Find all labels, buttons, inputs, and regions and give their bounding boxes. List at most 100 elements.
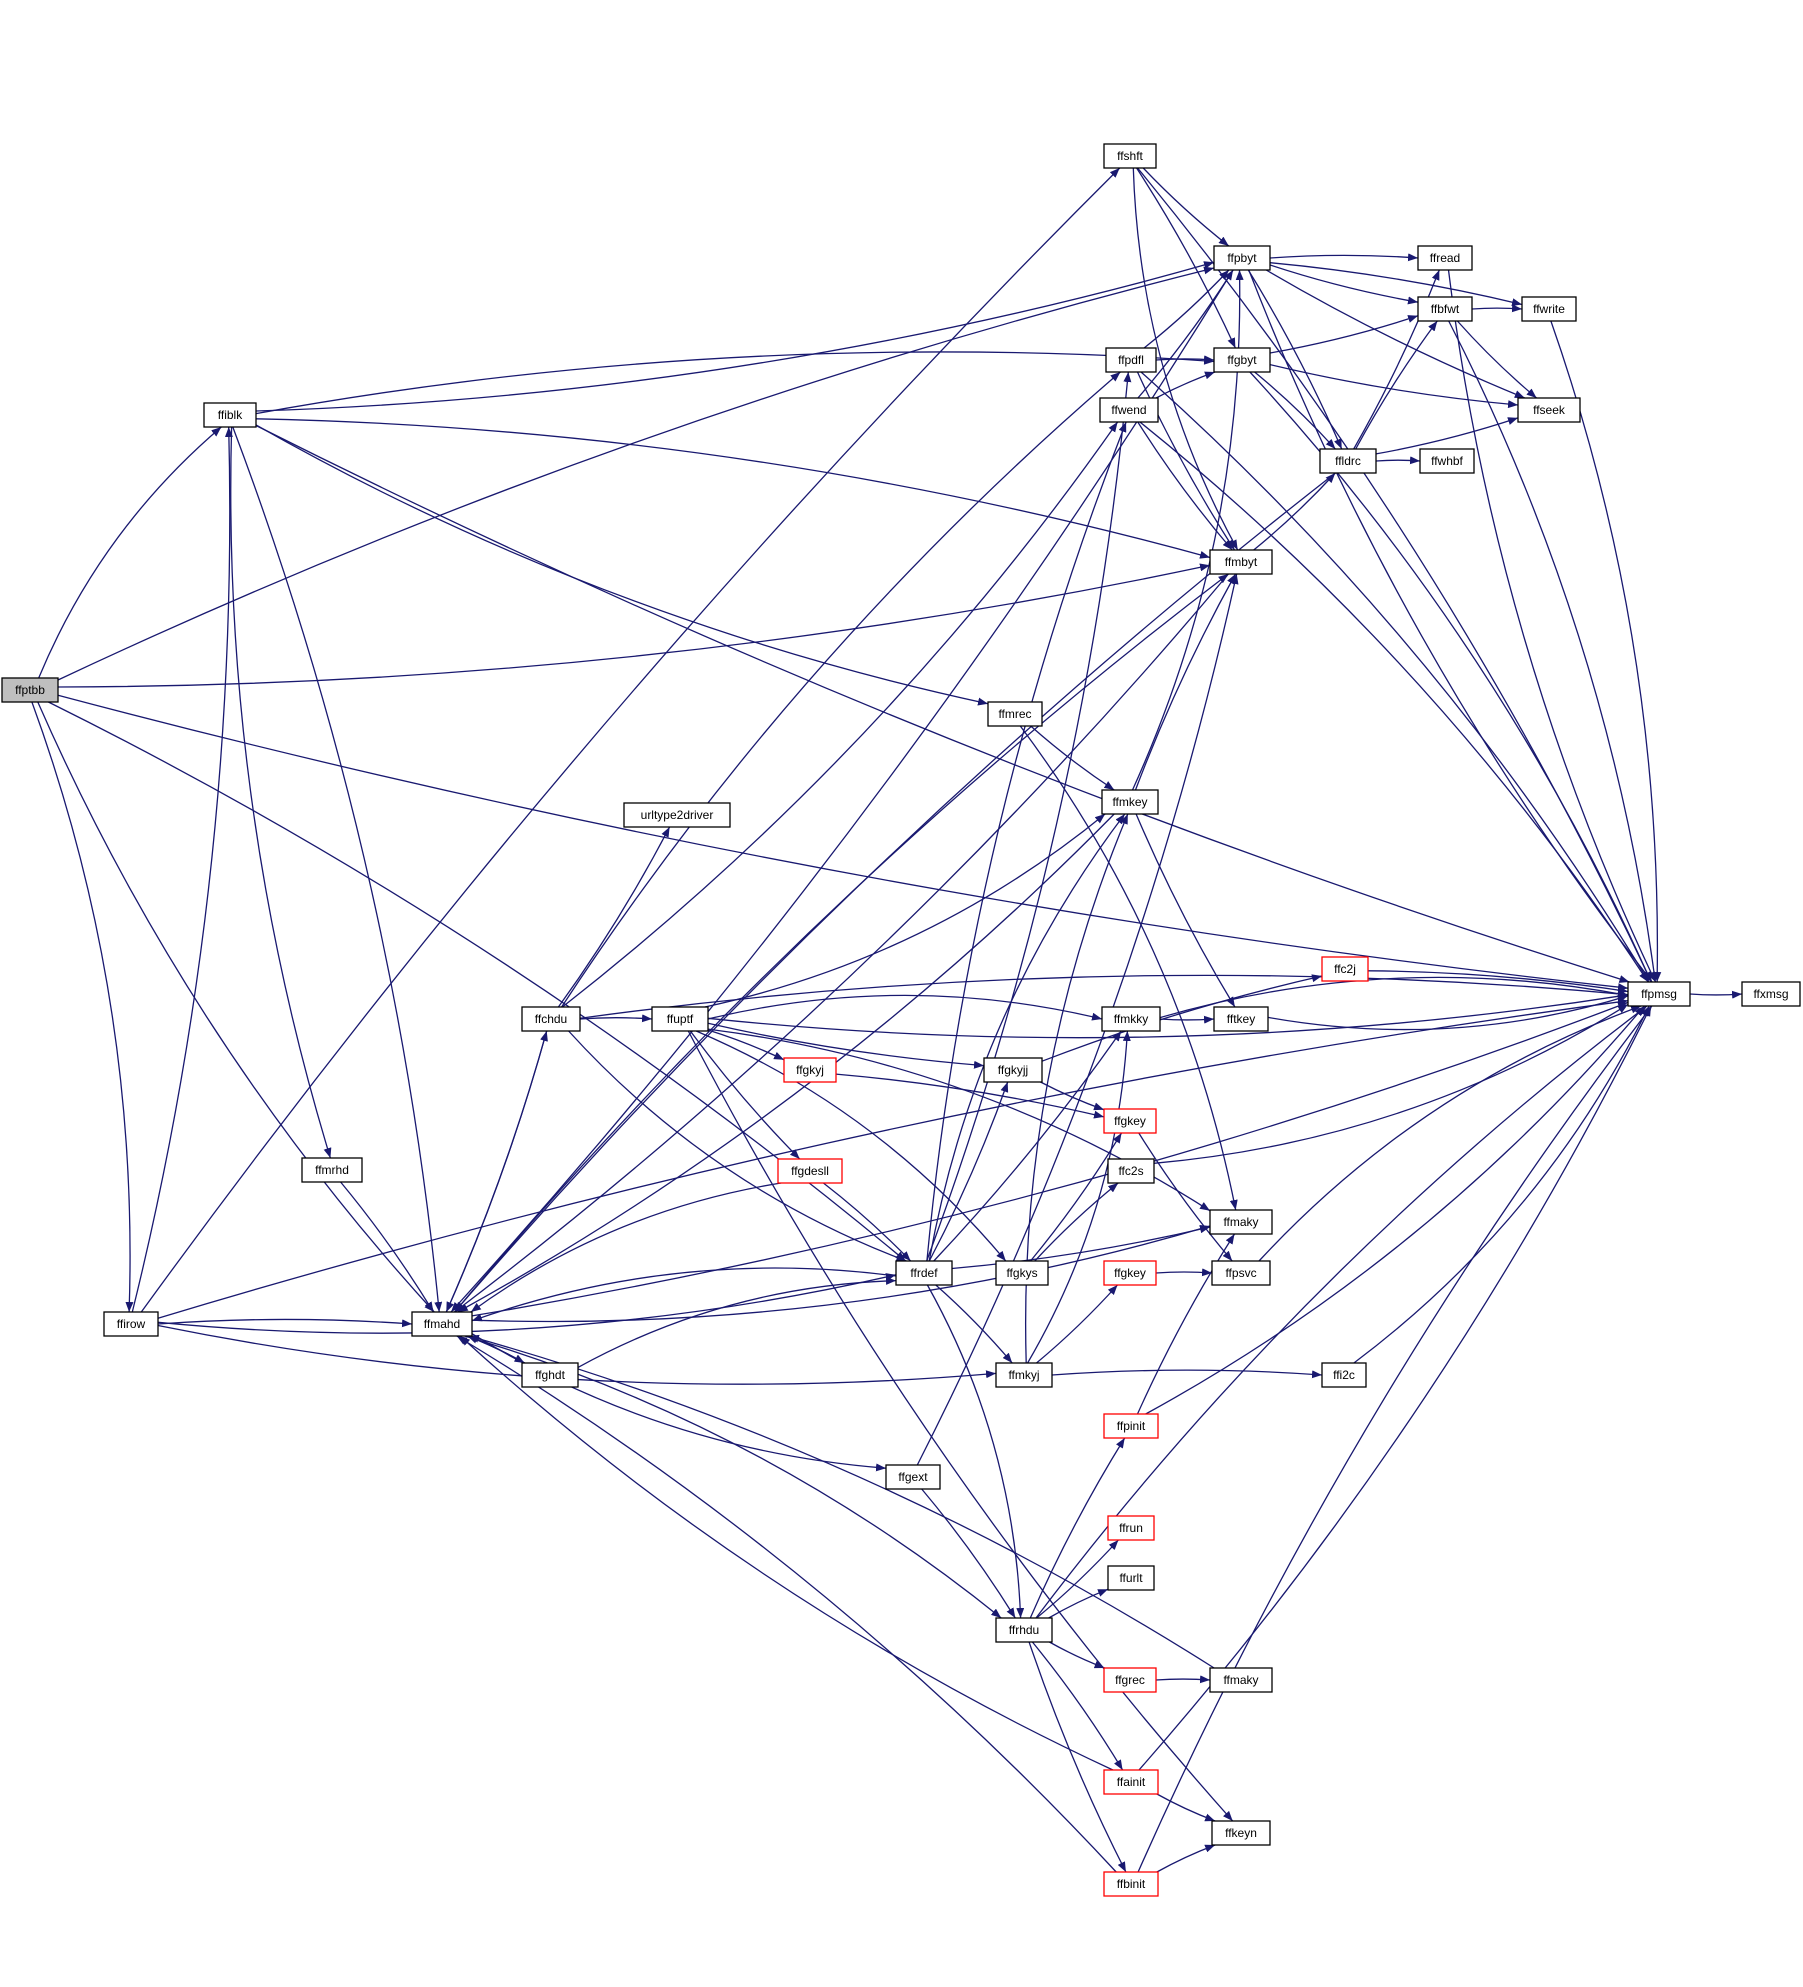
node-box-ffshft[interactable] [1103, 143, 1157, 169]
node-ffgkyj_r[interactable]: ffgkyj [783, 1057, 837, 1083]
node-ffgkyjj[interactable]: ffgkyjj [983, 1057, 1043, 1083]
node-ffkeyn[interactable]: ffkeyn [1211, 1820, 1271, 1846]
node-ffmahd[interactable]: ffmahd [411, 1311, 473, 1337]
node-ffpdfl[interactable]: ffpdfl [1105, 347, 1157, 373]
node-ffpsvc[interactable]: ffpsvc [1211, 1260, 1271, 1286]
node-ffi2c[interactable]: ffi2c [1321, 1362, 1367, 1388]
node-box-ffwhbf[interactable] [1419, 448, 1475, 474]
node-ffshft[interactable]: ffshft [1103, 143, 1157, 169]
node-urltype2driver[interactable]: urltype2driver [623, 802, 731, 828]
node-ffgdesll[interactable]: ffgdesll [777, 1158, 843, 1184]
node-ffmrec[interactable]: ffmrec [987, 701, 1043, 727]
node-box-ffmkyj[interactable] [995, 1362, 1053, 1388]
node-ffseek[interactable]: ffseek [1517, 397, 1581, 423]
node-box-ffi2c[interactable] [1321, 1362, 1367, 1388]
node-box-ffghdt[interactable] [521, 1362, 579, 1388]
node-ffuptf[interactable]: ffuptf [651, 1006, 709, 1032]
node-box-ffread[interactable] [1417, 245, 1473, 271]
node-ffiblk[interactable]: ffiblk [203, 402, 257, 428]
node-box-ffrhdu[interactable] [995, 1617, 1053, 1643]
node-ffurlt[interactable]: ffurlt [1107, 1565, 1155, 1591]
node-box-ffgrec[interactable] [1103, 1667, 1157, 1693]
node-box-ffmbyt[interactable] [1209, 549, 1273, 575]
node-ffmbyt[interactable]: ffmbyt [1209, 549, 1273, 575]
node-ffbinit[interactable]: ffbinit [1103, 1871, 1159, 1897]
node-ffgkys[interactable]: ffgkys [995, 1260, 1049, 1286]
node-ffmkey[interactable]: ffmkey [1101, 789, 1159, 815]
node-ffrun[interactable]: ffrun [1107, 1515, 1155, 1541]
node-box-urltype2driver[interactable] [623, 802, 731, 828]
node-ffpinit[interactable]: ffpinit [1103, 1413, 1159, 1439]
node-ffc2j[interactable]: ffc2j [1321, 956, 1369, 982]
node-ffgkey2[interactable]: ffgkey [1103, 1260, 1157, 1286]
node-box-ffxmsg[interactable] [1741, 981, 1801, 1007]
node-ffgbyt[interactable]: ffgbyt [1213, 347, 1271, 373]
node-box-ffbfwt[interactable] [1417, 296, 1473, 322]
node-box-ffptbb[interactable] [1, 677, 59, 703]
node-box-ffgkyjj[interactable] [983, 1057, 1043, 1083]
node-ffainit[interactable]: ffainit [1103, 1769, 1159, 1795]
node-box-ffc2s[interactable] [1107, 1158, 1155, 1184]
node-box-ffuptf[interactable] [651, 1006, 709, 1032]
node-ffghdt[interactable]: ffghdt [521, 1362, 579, 1388]
node-box-ffpdfl[interactable] [1105, 347, 1157, 373]
node-ffrhdu[interactable]: ffrhdu [995, 1617, 1053, 1643]
node-ffirow[interactable]: ffirow [103, 1311, 159, 1337]
node-ffrdef[interactable]: ffrdef [895, 1260, 953, 1286]
node-box-ffwend[interactable] [1099, 397, 1159, 423]
node-ffgrec[interactable]: ffgrec [1103, 1667, 1157, 1693]
node-box-ffgbyt[interactable] [1213, 347, 1271, 373]
node-box-ffpmsg[interactable] [1627, 981, 1691, 1007]
node-box-ffgkey2[interactable] [1103, 1260, 1157, 1286]
node-ffc2s[interactable]: ffc2s [1107, 1158, 1155, 1184]
node-ffchdu[interactable]: ffchdu [521, 1006, 581, 1032]
node-box-ffmrhd[interactable] [301, 1157, 363, 1183]
node-box-fftkey[interactable] [1213, 1006, 1269, 1032]
node-ffptbb[interactable]: ffptbb [1, 677, 59, 703]
node-ffmrhd[interactable]: ffmrhd [301, 1157, 363, 1183]
node-box-ffgkyj_r[interactable] [783, 1057, 837, 1083]
node-box-ffbinit[interactable] [1103, 1871, 1159, 1897]
node-box-ffmahd[interactable] [411, 1311, 473, 1337]
node-box-ffgdesll[interactable] [777, 1158, 843, 1184]
node-box-ffmrec[interactable] [987, 701, 1043, 727]
node-box-ffmkey[interactable] [1101, 789, 1159, 815]
node-ffwend[interactable]: ffwend [1099, 397, 1159, 423]
node-box-ffldrc[interactable] [1319, 448, 1377, 474]
node-box-ffgkey1[interactable] [1103, 1108, 1157, 1134]
node-box-ffainit[interactable] [1103, 1769, 1159, 1795]
node-ffldrc[interactable]: ffldrc [1319, 448, 1377, 474]
node-ffread[interactable]: ffread [1417, 245, 1473, 271]
node-box-ffkeyn[interactable] [1211, 1820, 1271, 1846]
node-fftkey[interactable]: fftkey [1213, 1006, 1269, 1032]
node-box-ffpbyt[interactable] [1213, 245, 1271, 271]
node-box-ffirow[interactable] [103, 1311, 159, 1337]
node-ffxmsg[interactable]: ffxmsg [1741, 981, 1801, 1007]
node-box-ffrun[interactable] [1107, 1515, 1155, 1541]
node-box-ffrdef[interactable] [895, 1260, 953, 1286]
node-box-ffurlt[interactable] [1107, 1565, 1155, 1591]
node-ffmaky1[interactable]: ffmaky [1209, 1209, 1273, 1235]
node-box-ffwrite[interactable] [1521, 296, 1577, 322]
node-ffwhbf[interactable]: ffwhbf [1419, 448, 1475, 474]
node-box-ffmkky[interactable] [1101, 1006, 1161, 1032]
node-ffpmsg[interactable]: ffpmsg [1627, 981, 1691, 1007]
node-ffwrite[interactable]: ffwrite [1521, 296, 1577, 322]
node-box-ffpinit[interactable] [1103, 1413, 1159, 1439]
node-box-ffgext[interactable] [885, 1464, 941, 1490]
node-box-ffc2j[interactable] [1321, 956, 1369, 982]
node-box-ffiblk[interactable] [203, 402, 257, 428]
node-box-ffseek[interactable] [1517, 397, 1581, 423]
node-box-ffpsvc[interactable] [1211, 1260, 1271, 1286]
node-ffgext[interactable]: ffgext [885, 1464, 941, 1490]
node-ffmaky2[interactable]: ffmaky [1209, 1667, 1273, 1693]
node-ffbfwt[interactable]: ffbfwt [1417, 296, 1473, 322]
node-box-ffgkys[interactable] [995, 1260, 1049, 1286]
node-ffmkky[interactable]: ffmkky [1101, 1006, 1161, 1032]
node-ffgkey1[interactable]: ffgkey [1103, 1108, 1157, 1134]
node-box-ffmaky1[interactable] [1209, 1209, 1273, 1235]
node-box-ffmaky2[interactable] [1209, 1667, 1273, 1693]
node-box-ffchdu[interactable] [521, 1006, 581, 1032]
node-ffmkyj[interactable]: ffmkyj [995, 1362, 1053, 1388]
node-ffpbyt[interactable]: ffpbyt [1213, 245, 1271, 271]
